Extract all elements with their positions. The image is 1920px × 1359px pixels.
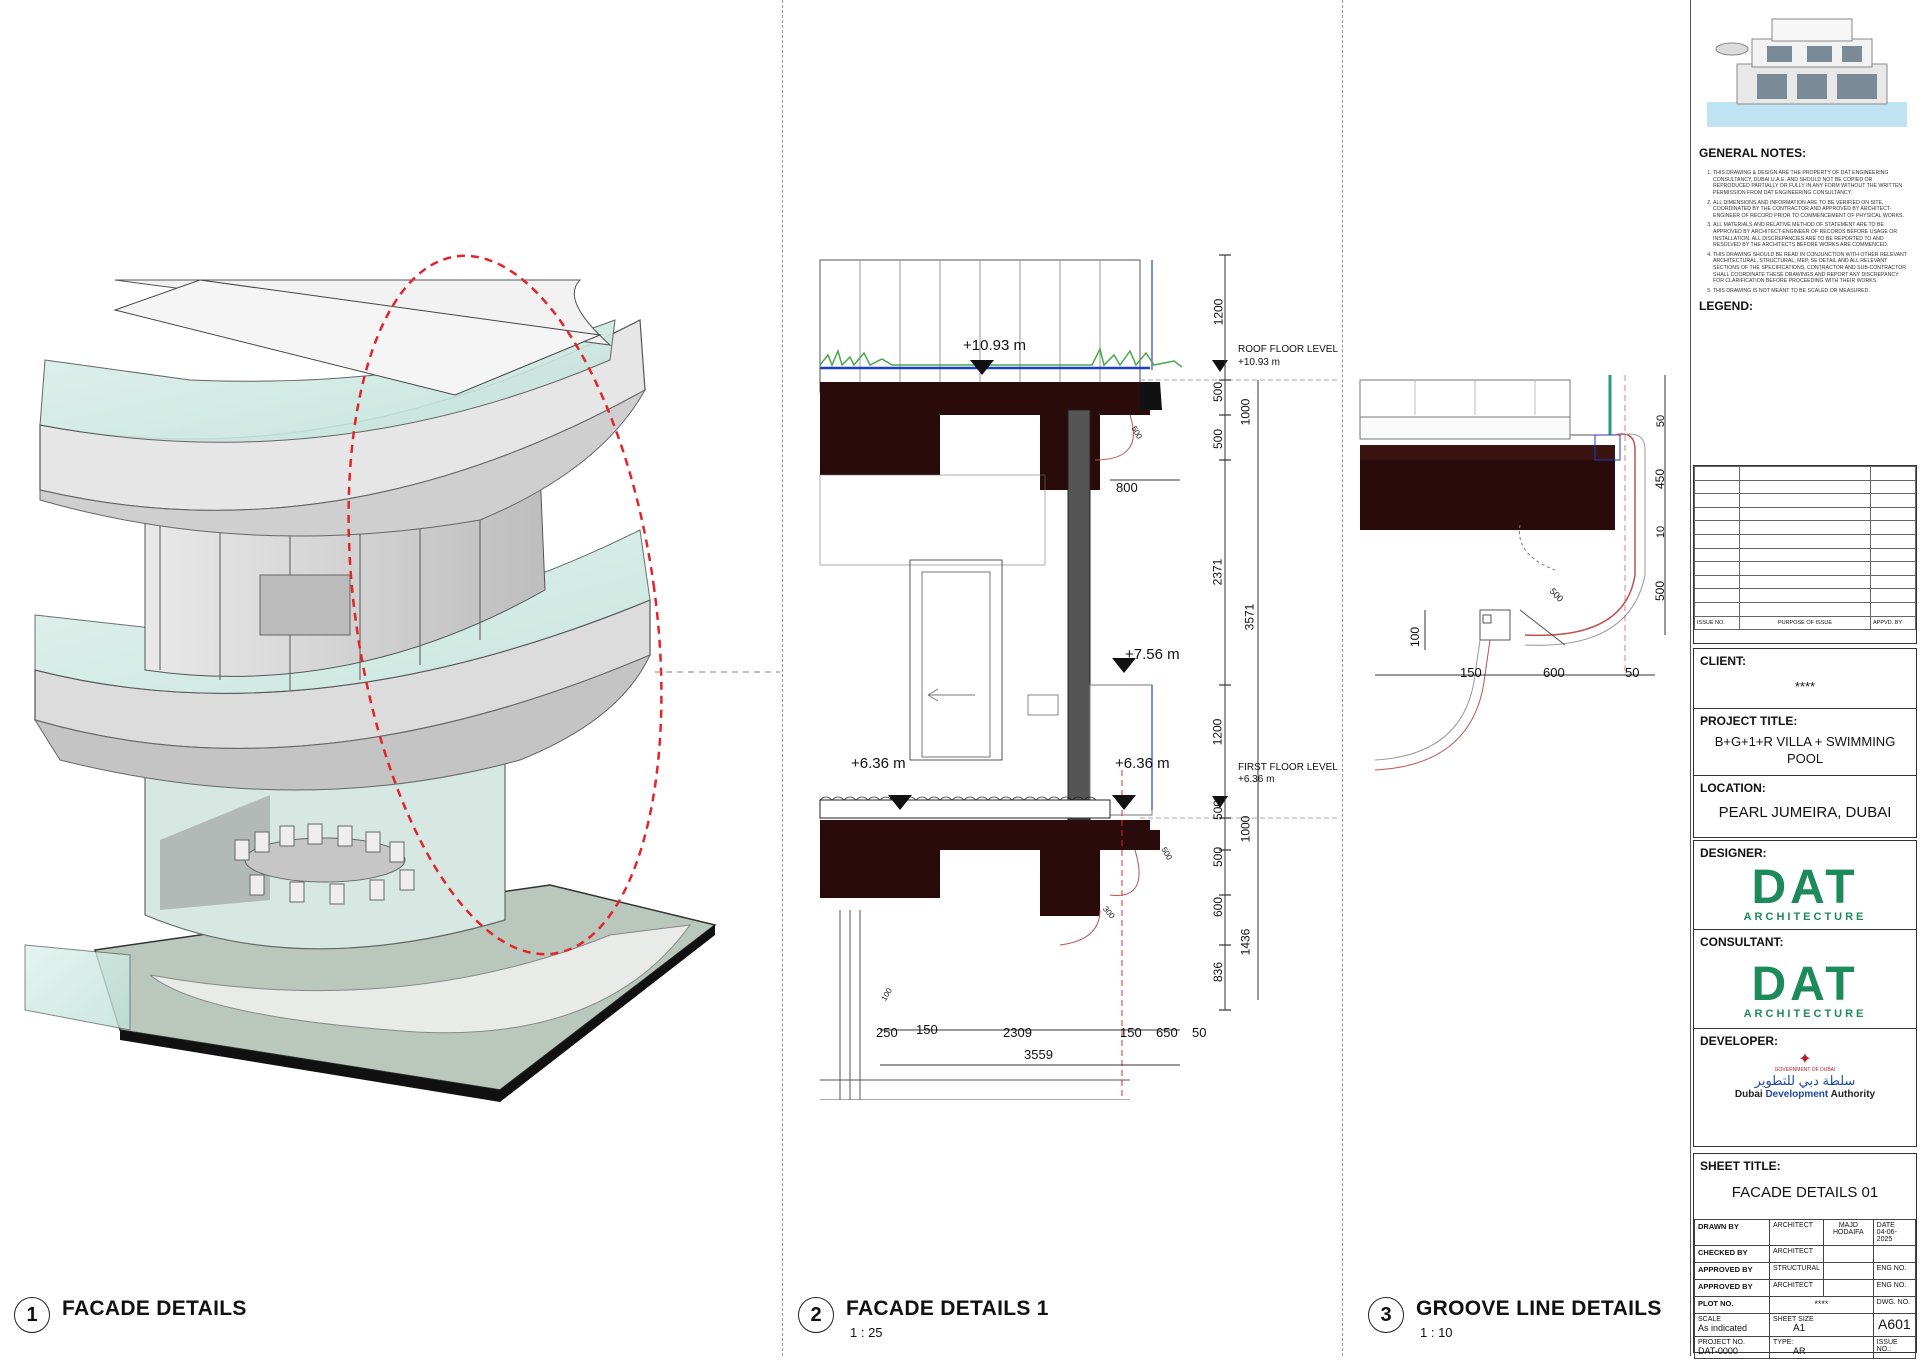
highlight-ellipse [347, 254, 663, 956]
location-heading: LOCATION: [1700, 781, 1766, 795]
client-value: **** [1794, 679, 1816, 694]
consultant-heading: CONSULTANT: [1700, 935, 1784, 949]
dim-label: 2371 [1210, 558, 1225, 586]
dim-label: 800 [1116, 480, 1138, 495]
note-item: THIS DRAWING IS NOT MEANT TO BE SCALED O… [1713, 288, 1909, 295]
level-label-first: FIRST FLOOR LEVEL [1238, 762, 1338, 773]
dim-label: 10 [1655, 525, 1668, 539]
view-divider [782, 0, 783, 1356]
dim-label: 250 [876, 1025, 898, 1040]
level-sub-roof: +10.93 m [1238, 357, 1280, 368]
dim-label: 150 [916, 1022, 938, 1037]
sheet-title: FACADE DETAILS 01 [1731, 1184, 1879, 1201]
dim-label: 150 [1460, 665, 1482, 680]
general-notes-heading: GENERAL NOTES: [1699, 146, 1807, 160]
dim-label: 1000 [1238, 398, 1253, 426]
dim-label: 150 [1120, 1025, 1142, 1040]
legend-heading: LEGEND: [1699, 299, 1753, 314]
view-label-2: 2 FACADE DETAILS 1 1 : 25 [798, 1297, 1049, 1340]
facade-section [819, 254, 1340, 1100]
consultant-logo: DAT ARCHITECTURE [1743, 958, 1867, 1021]
issue-col-head: ISSUE NO. [1694, 615, 1740, 631]
dim-label: 100 [1408, 626, 1423, 648]
note-item: THIS DRAWING SHOULD BE READ IN CONJUNCTI… [1713, 252, 1909, 285]
villa-thumbnail [1696, 4, 1912, 134]
titleblock-top: GENERAL NOTES: THIS DRAWING & DESIGN ARE… [1693, 4, 1915, 454]
sheet-info: SHEET TITLE: FACADE DETAILS 01 DRAWN BY … [1693, 1153, 1917, 1359]
dim-label: 500 [1211, 428, 1226, 450]
dim-label: 450 [1653, 468, 1668, 490]
dim-label: 2309 [1003, 1025, 1032, 1040]
dim-label: 500 [1211, 799, 1226, 821]
issue-table: ISSUE NO. PURPOSE OF ISSUE APPVD. BY [1693, 465, 1917, 644]
level-tag-first-left: +6.36 m [851, 755, 906, 772]
dim-label: 50 [1655, 414, 1668, 428]
drawing-number: A601 [1872, 1313, 1917, 1337]
designer-heading: DESIGNER: [1700, 846, 1767, 860]
project-heading: PROJECT TITLE: [1700, 714, 1798, 728]
groove-detail [1359, 375, 1666, 771]
sheet-title-heading: SHEET TITLE: [1700, 1159, 1781, 1173]
dim-label: 3571 [1242, 603, 1257, 631]
dim-label: 500 [1653, 580, 1668, 602]
issue-col-head: APPVD. BY [1870, 615, 1916, 631]
dim-label: 600 [1543, 665, 1565, 680]
dim-label: 3559 [1024, 1047, 1053, 1062]
dim-label: 1000 [1238, 815, 1253, 843]
view-title: GROOVE LINE DETAILS [1416, 1297, 1662, 1320]
parties-block: DESIGNER: DAT ARCHITECTURE CONSULTANT: D… [1693, 840, 1917, 1147]
dim-label: 500 [1211, 846, 1226, 868]
dim-label: 1200 [1211, 298, 1226, 326]
view-scale: 1 : 10 [1420, 1325, 1453, 1340]
view-number: 1 [14, 1297, 50, 1333]
dim-label: 50 [1192, 1025, 1207, 1040]
view-number: 2 [798, 1297, 834, 1333]
dim-label: 650 [1156, 1025, 1178, 1040]
view-label-3: 3 GROOVE LINE DETAILS 1 : 10 [1368, 1297, 1662, 1340]
developer-heading: DEVELOPER: [1700, 1034, 1779, 1048]
note-item: ALL DIMENSIONS AND INFORMATION ARE TO BE… [1713, 200, 1909, 220]
note-item: THIS DRAWING & DESIGN ARE THE PROPERTY O… [1713, 170, 1909, 196]
facade-3d-view [24, 254, 780, 1102]
dim-label: 50 [1625, 665, 1640, 680]
base-slab-edge [120, 925, 715, 1102]
view-scale: 1 : 25 [850, 1325, 883, 1340]
view-divider [1342, 0, 1343, 1356]
dim-label: 500 [1211, 381, 1226, 403]
general-notes: THIS DRAWING & DESIGN ARE THE PROPERTY O… [1693, 170, 1915, 294]
location-value: PEARL JUMEIRA, DUBAI [1718, 804, 1892, 821]
issue-col-head: PURPOSE OF ISSUE [1739, 615, 1871, 631]
view-title: FACADE DETAILS [62, 1297, 247, 1320]
titleblock-border [1690, 0, 1691, 1356]
dim-label: 836 [1211, 961, 1226, 983]
client-heading: CLIENT: [1700, 654, 1746, 668]
view-label-1: 1 FACADE DETAILS [14, 1297, 247, 1333]
designer-logo: DAT ARCHITECTURE [1743, 861, 1867, 924]
project-value: B+G+1+R VILLA + SWIMMING POOL [1714, 734, 1896, 766]
view-title: FACADE DETAILS 1 [846, 1297, 1049, 1320]
level-label-roof: ROOF FLOOR LEVEL [1238, 344, 1339, 355]
level-tag-mid: +7.56 m [1125, 646, 1180, 663]
note-item: ALL MATERIALS AND RELATIVE METHOD OF STA… [1713, 222, 1909, 248]
dim-label: 1436 [1238, 928, 1253, 956]
project-info: CLIENT: **** PROJECT TITLE: B+G+1+R VILL… [1693, 648, 1917, 838]
level-sub-first: +6.36 m [1238, 774, 1275, 785]
level-tag-roof: +10.93 m [963, 337, 1026, 354]
view-number: 3 [1368, 1297, 1404, 1333]
dim-label: 1200 [1210, 718, 1225, 746]
dim-label: 600 [1211, 896, 1226, 918]
level-tag-first-right: +6.36 m [1115, 755, 1170, 772]
dda-logo: ✦ GOVERNMENT OF DUBAI سلطة دبي للتطوير D… [1734, 1051, 1876, 1101]
